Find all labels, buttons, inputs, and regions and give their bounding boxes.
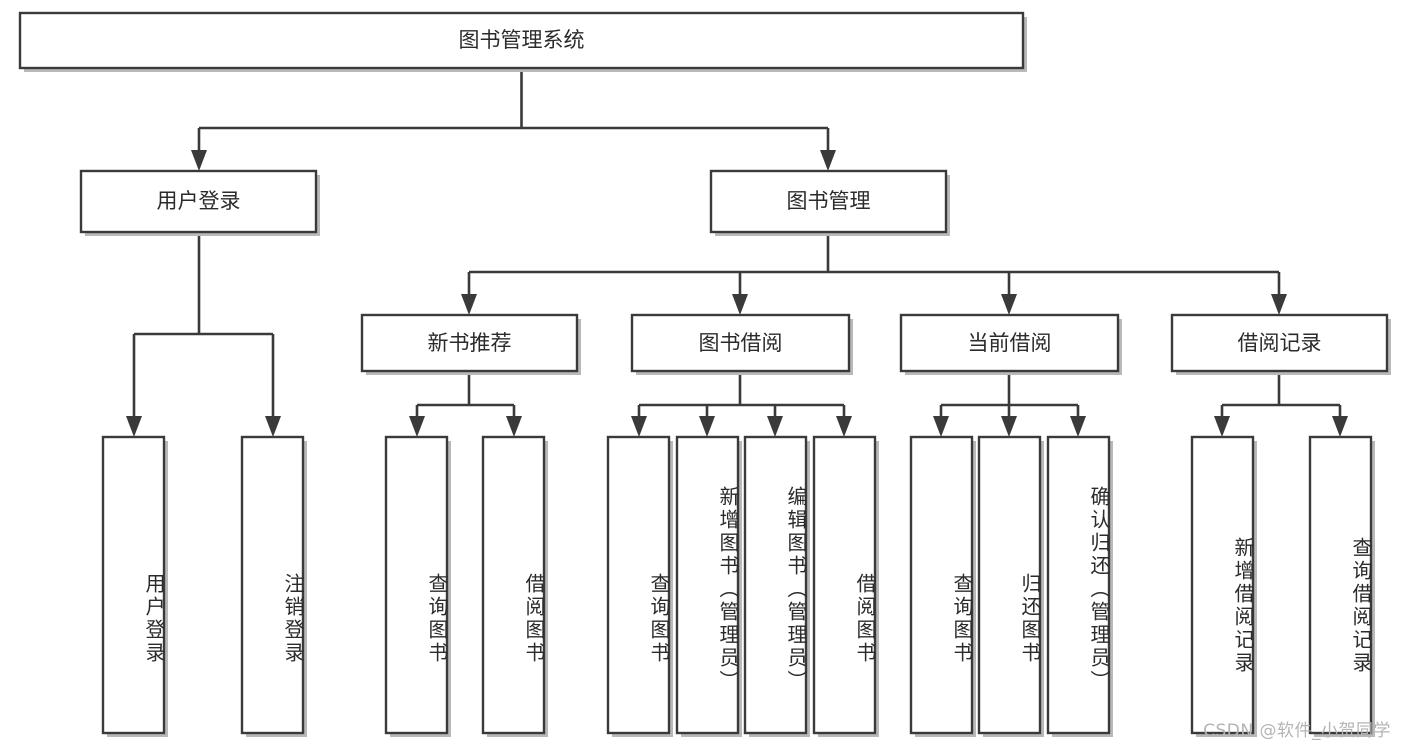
arrow-head-borrow-records [1271,294,1287,315]
node-layer: 图书管理系统 用户登录 图书管理 新书推荐 图书借阅 当前借阅 借阅记录 [18,11,1391,737]
user-login-node-box[interactable] [79,169,318,234]
arrow-head-book-manage [820,150,836,171]
arrow-head-current-leaf-3 [1070,416,1086,437]
arrow-head-leaf-logout [265,416,281,437]
root-node-label: 图书管理系统 [459,28,585,52]
leaf-box-borrow-add-book[interactable] [675,435,740,735]
book-manage-node-label: 图书管理 [787,189,871,213]
leaf-box-borrow-edit-book[interactable] [743,435,808,735]
new-book-recommend-node-label: 新书推荐 [428,331,512,355]
leaf-box-user-login[interactable] [101,435,166,735]
arrow-head-borrow-leaf-2 [699,416,715,437]
arrow-head-user-login [191,150,207,171]
arrow-head-new-book-recommend [461,294,477,315]
borrow-records-node-label: 借阅记录 [1238,331,1322,355]
borrow-records-node-box[interactable] [1170,313,1389,373]
leaf-box-records-add[interactable] [1190,435,1255,735]
current-borrow-node-label: 当前借阅 [968,331,1052,355]
arrow-head-leaf-user-login [126,416,142,437]
arrow-head-recommend-leaf-1 [409,416,425,437]
leaf-box-recommend-query-book[interactable] [384,435,449,735]
arrow-head-current-leaf-1 [933,416,949,437]
watermark-label: CSDN @软件_小贺同学 [1203,721,1391,741]
current-borrow-node-box[interactable] [899,313,1120,373]
arrow-head-recommend-leaf-2 [506,416,522,437]
leaf-box-current-query-book[interactable] [909,435,974,735]
arrow-head-current-borrow [1001,294,1017,315]
book-borrow-node-box[interactable] [630,313,851,373]
leaf-box-borrow-query-book[interactable] [606,435,671,735]
leaf-box-current-return-book[interactable] [977,435,1042,735]
connector-layer [126,68,1348,437]
arrow-head-book-borrow [732,294,748,315]
book-borrow-node-label: 图书借阅 [699,331,783,355]
leaf-box-borrow-borrow-book[interactable] [812,435,877,735]
book-manage-node-box[interactable] [709,169,948,234]
root-node-box[interactable] [18,11,1025,70]
new-book-recommend-node-box[interactable] [360,313,579,373]
leaf-box-recommend-borrow-book[interactable] [481,435,546,735]
arrow-head-borrow-leaf-1 [631,416,647,437]
arrow-head-borrow-leaf-3 [767,416,783,437]
leaf-box-records-query[interactable] [1308,435,1373,735]
arrow-head-records-leaf-2 [1332,416,1348,437]
user-login-node-label: 用户登录 [157,189,241,213]
arrow-head-records-leaf-1 [1214,416,1230,437]
arrow-head-borrow-leaf-4 [836,416,852,437]
leaf-box-current-confirm-return[interactable] [1046,435,1111,735]
arrow-head-current-leaf-2 [1001,416,1017,437]
leaf-box-logout[interactable] [240,435,305,735]
